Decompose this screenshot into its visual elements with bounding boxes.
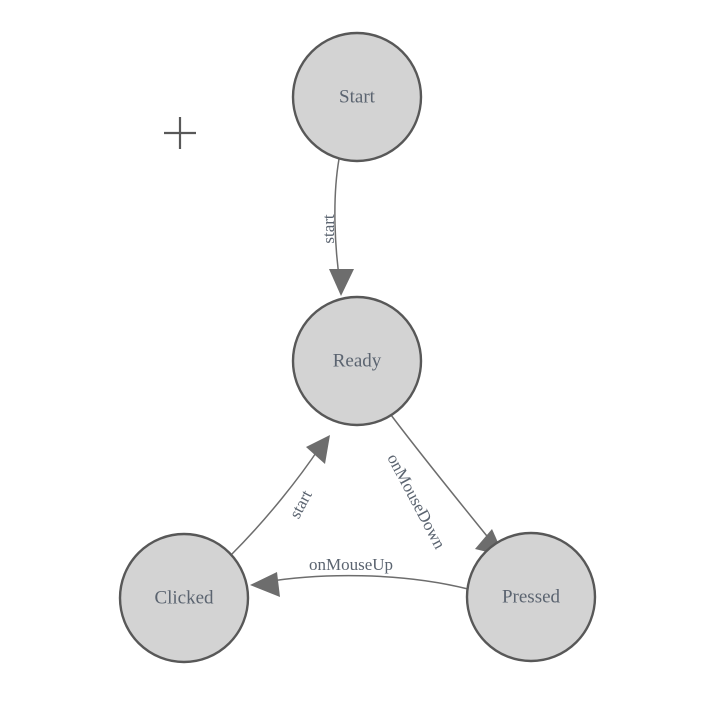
node-ready-circle[interactable]	[291, 295, 423, 427]
node-start-label: Start	[339, 86, 376, 107]
edge-clicked-to-ready-path[interactable]	[230, 446, 321, 556]
edge-ready-to-pressed-path[interactable]	[387, 410, 496, 547]
edge-label-pressed-to-clicked: onMouseUp	[309, 555, 393, 574]
node-pressed-circle[interactable]	[465, 531, 597, 663]
edge-label-clicked-to-ready: start	[285, 487, 316, 522]
edge-clicked-to-ready[interactable]: start	[230, 435, 330, 556]
node-clicked-circle[interactable]	[118, 532, 250, 664]
edge-pressed-to-clicked-path[interactable]	[264, 574, 469, 590]
node-ready-label: Ready	[333, 350, 382, 371]
edge-label-start-to-ready: start	[319, 214, 338, 244]
edge-pressed-to-clicked[interactable]: onMouseUp	[250, 555, 469, 597]
edge-pressed-to-clicked-arrowhead	[250, 572, 280, 597]
node-clicked-label: Clicked	[154, 587, 214, 608]
edge-clicked-to-ready-arrowhead	[306, 435, 330, 464]
node-start[interactable]: Start	[291, 31, 423, 163]
edge-start-to-ready-arrowhead	[329, 269, 354, 296]
node-start-circle[interactable]	[291, 31, 423, 163]
node-pressed-label: Pressed	[502, 586, 561, 607]
node-clicked[interactable]: Clicked	[118, 532, 250, 664]
node-ready[interactable]: Ready	[291, 295, 423, 427]
edge-label-ready-to-pressed: onMouseDown	[383, 451, 449, 553]
edge-start-to-ready[interactable]: start	[319, 158, 354, 296]
crosshair-cursor-icon	[164, 117, 196, 149]
edge-ready-to-pressed[interactable]: onMouseDown	[383, 410, 504, 556]
node-pressed[interactable]: Pressed	[465, 531, 597, 663]
